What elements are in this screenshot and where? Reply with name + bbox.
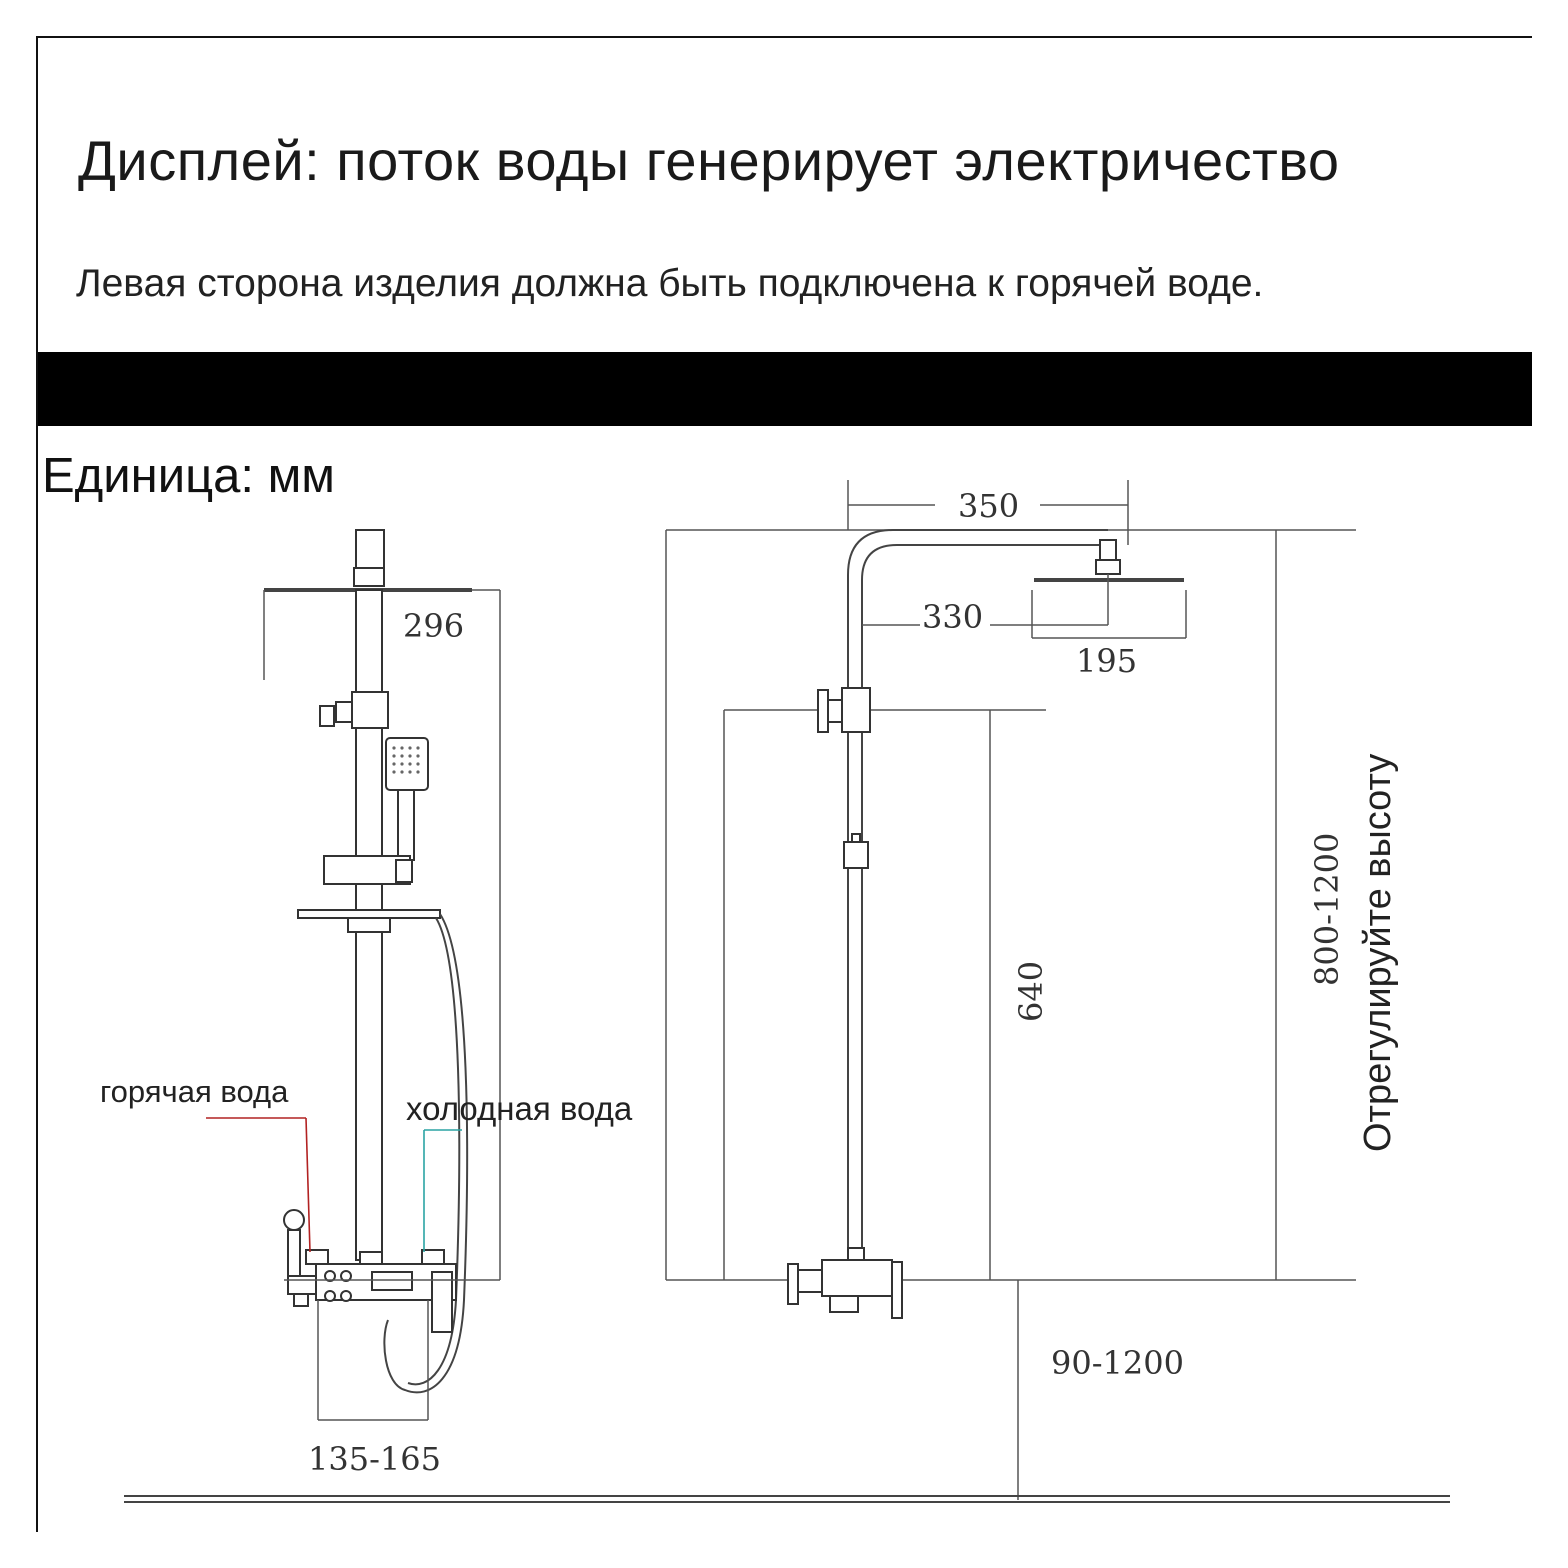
header-band [38,352,1532,426]
hot-inlet-nut [293,1293,309,1307]
adjust-height-label: Отрегулируйте высоту [1357,754,1399,1152]
hot-leader [305,1117,311,1253]
hand-shower-head [385,737,429,791]
hot-water-label: горячая вода [100,1074,289,1109]
side-view: 350 330 195 90-1200 640 800-1200 Отрегул… [665,480,1399,1500]
bidet-sprayer-handle [287,1229,301,1277]
column-base [359,1251,383,1265]
mixer-outlet [829,1295,859,1313]
riser-pipe [861,544,1108,1250]
shower-hose [383,913,469,1394]
hot-elbow [305,1249,329,1265]
dim-296: 296 [403,607,464,645]
diverter-knob [817,689,829,733]
unit-label: Единица: мм [42,449,335,503]
cold-water-label: холодная вода [406,1090,633,1127]
mixer-button [340,1270,352,1282]
riser-pipe [847,529,1108,1250]
hot-water-note: Левая сторона изделия должна быть подклю… [76,262,1264,305]
shelf-bracket [347,917,391,933]
shower-hose [407,917,461,1386]
slider-screw [851,833,861,843]
dim-800-1200: 800-1200 [1308,833,1346,986]
mixer-button [324,1290,336,1302]
head-swivel [1095,559,1121,575]
mixer-body [821,1259,893,1297]
dim-195: 195 [1076,642,1137,680]
mixer-knob [787,1263,799,1305]
front-view: 296 135-165 горячая вода холодная вода [100,529,633,1478]
diverter-block [841,687,871,733]
mixer-stem [797,1269,823,1293]
cold-elbow [421,1249,445,1265]
head-connector [355,529,385,571]
slider-clamp [843,841,869,869]
diverter-stem [827,699,843,723]
dim-330: 330 [922,598,983,636]
hot-inlet [287,1275,317,1295]
page-frame [36,36,1532,1532]
column-base [847,1247,865,1261]
dim-640: 640 [1012,961,1050,1022]
mixer-button [324,1270,336,1282]
diverter-knob [319,705,335,727]
dim-90-1200: 90-1200 [1051,1344,1184,1382]
diverter-knob [335,701,353,723]
mixer-button [340,1290,352,1302]
mixer-display [371,1271,413,1291]
diverter-block [351,691,389,729]
dim-350: 350 [958,487,1019,525]
holder-clip [395,859,413,883]
hand-shower-handle [397,789,415,861]
bidet-sprayer [283,1209,305,1231]
head-connector [1099,539,1117,561]
page-title: Дисплей: поток воды генерирует электриче… [78,129,1340,192]
mixer-lever [431,1271,453,1333]
dim-135-165: 135-165 [308,1440,441,1478]
head-swivel [353,567,385,587]
shelf [297,909,441,919]
mixer-lever [891,1261,903,1319]
